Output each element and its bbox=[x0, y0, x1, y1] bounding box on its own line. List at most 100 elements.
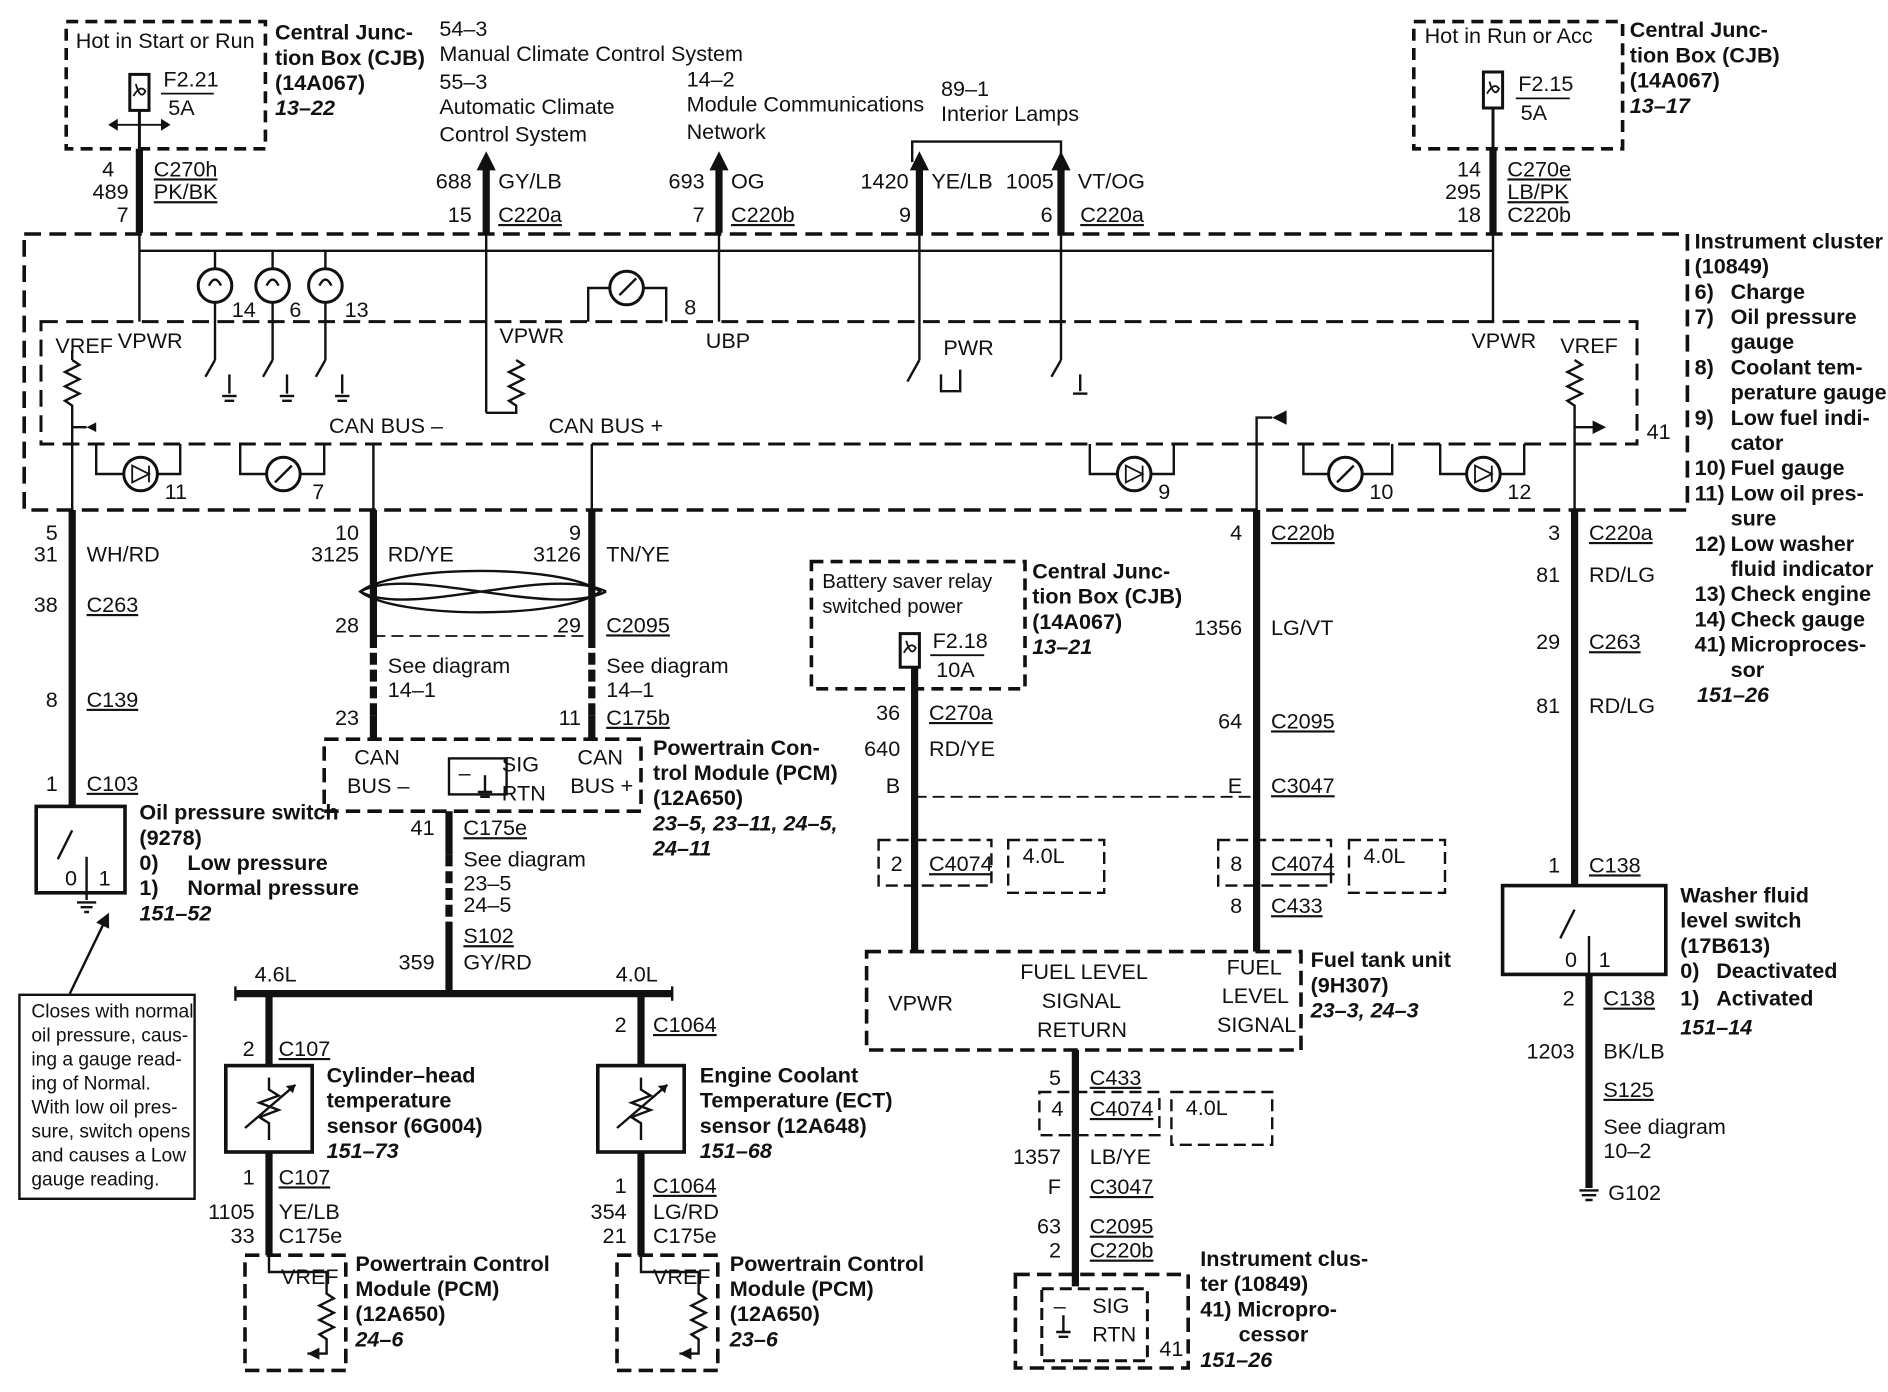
pin-label: 29 bbox=[557, 612, 581, 637]
top-wire-lamp1: 1420 YE/LB 9 bbox=[861, 151, 993, 233]
connector-label: C1064 bbox=[653, 1012, 717, 1037]
ground-icon bbox=[1579, 1189, 1599, 1202]
washer-title: (17B613) bbox=[1680, 933, 1770, 958]
pull-up-resistor-icon bbox=[267, 1255, 337, 1355]
connector-label: C175e bbox=[279, 1223, 343, 1248]
connector-label: C220b bbox=[1507, 202, 1571, 227]
legend-text: Coolant tem- bbox=[1731, 354, 1863, 379]
legend-text: Microproces- bbox=[1731, 632, 1867, 657]
lamp-number: 13 bbox=[345, 297, 369, 322]
pcm-ref: 23–5, 23–11, 24–5, bbox=[652, 810, 838, 835]
pin-label: 23 bbox=[335, 705, 359, 730]
cjb-right-fuse: F2.15 bbox=[1518, 71, 1573, 96]
connector-label: C270a bbox=[929, 700, 994, 725]
wire-color-label: YE/LB bbox=[931, 168, 992, 193]
fuel-unit-title: (9H307) bbox=[1311, 972, 1389, 997]
pin-label: 41 bbox=[411, 815, 435, 840]
washer-switch-box bbox=[1500, 883, 1668, 977]
pin-label: 4 bbox=[1230, 520, 1242, 545]
pcm-cht-box bbox=[243, 1253, 348, 1373]
connector-label: C220a bbox=[1589, 520, 1654, 545]
ref-text: Automatic Climate bbox=[439, 94, 614, 119]
pin-label: 10 bbox=[335, 520, 359, 545]
legend-text: Low oil pres- bbox=[1731, 480, 1864, 505]
pin-label: 1 bbox=[243, 1164, 255, 1189]
unit-pin-label: FUEL bbox=[1227, 954, 1282, 979]
microprocessor-box bbox=[39, 320, 1639, 446]
ref-text: Network bbox=[687, 119, 766, 144]
cjb-bs-header: Battery saver relay bbox=[822, 571, 993, 593]
cjb-right-amps: 5A bbox=[1521, 100, 1548, 125]
connector-label: C175e bbox=[653, 1223, 717, 1248]
circuit-label: 640 bbox=[864, 736, 900, 761]
legend-text: cator bbox=[1731, 430, 1784, 455]
pcm-pin-label: RTN bbox=[502, 780, 546, 805]
legend-text: Oil pressure bbox=[1731, 304, 1857, 329]
pin-label: 7 bbox=[693, 202, 705, 227]
ref-text: Interior Lamps bbox=[941, 101, 1079, 126]
pin-label: 38 bbox=[34, 592, 58, 617]
sig-rtn-branch: 41 C175e See diagram 23–5 24–5 S102 359 … bbox=[234, 811, 674, 1001]
washer-branch: 3 C220a 81 RD/LG 29 C263 81 RD/LG 1 C138… bbox=[1500, 427, 1837, 1205]
ubp-label: UBP bbox=[706, 328, 750, 353]
connector-label: C4074 bbox=[1090, 1096, 1154, 1121]
ground-icon bbox=[477, 790, 493, 798]
cluster-lower-indicators bbox=[94, 444, 1526, 476]
instrument-cluster-box bbox=[22, 232, 1690, 512]
circuit-label: 3126 bbox=[533, 542, 581, 567]
unit-pin-label: SIGNAL bbox=[1042, 988, 1121, 1013]
connector-label: C433 bbox=[1090, 1065, 1142, 1090]
legend-text: Charge bbox=[1731, 279, 1805, 304]
cjb-left-fuse: F2.21 bbox=[163, 66, 218, 91]
ect-title: Temperature (ECT) bbox=[700, 1088, 893, 1113]
oil-switch-ref: 151–52 bbox=[139, 900, 211, 925]
pin-label: 21 bbox=[603, 1223, 627, 1248]
connector-label: C3047 bbox=[1090, 1174, 1154, 1199]
legend-text: Low washer bbox=[1731, 531, 1855, 556]
oil-switch-title: (9278) bbox=[139, 825, 201, 850]
indicator-number: 10 bbox=[1369, 479, 1393, 504]
state-key: 0) bbox=[1680, 958, 1699, 983]
oil-pressure-branch: 5 31 WH/RD 38 C263 8 C139 1 C103 0 1 Oil… bbox=[18, 427, 359, 1200]
pin-label: 63 bbox=[1037, 1214, 1061, 1239]
pull-up-resistor-icon bbox=[639, 1255, 709, 1355]
connector-label: C270e bbox=[1507, 156, 1571, 181]
cjb-bs-fuse: F2.18 bbox=[933, 628, 988, 653]
connector-label: C220a bbox=[1080, 202, 1145, 227]
oil-pressure-note bbox=[18, 993, 196, 1200]
low-washer-fluid-lamp-icon bbox=[1465, 455, 1502, 493]
switch-state-label: 1 bbox=[1599, 947, 1611, 972]
state-text: Activated bbox=[1716, 986, 1813, 1011]
ref-text: Module Communications bbox=[687, 92, 925, 117]
ect-sensor-branch: 2 C1064 Engine Coolant Temperature (ECT)… bbox=[591, 993, 924, 1373]
connector-label: C3047 bbox=[1271, 773, 1335, 798]
pin-label: F bbox=[1048, 1174, 1061, 1199]
vref-label: VREF bbox=[281, 1264, 339, 1289]
unit-pin-label: VPWR bbox=[888, 990, 953, 1015]
cjb-left-box: Hot in Start or Run F2.21 5A Central Jun… bbox=[64, 20, 425, 151]
legend-key: 6) bbox=[1695, 279, 1714, 304]
check-engine-lamp-icon bbox=[307, 267, 344, 304]
unit-pin-label: FUEL LEVEL bbox=[1020, 959, 1148, 984]
pin-label: 2 bbox=[891, 851, 903, 876]
engine-label: 4.0L bbox=[1363, 843, 1405, 868]
can-bus-minus-label: CAN BUS – bbox=[329, 413, 443, 438]
cht-title: temperature bbox=[327, 1088, 452, 1113]
connector-label: C138 bbox=[1589, 852, 1641, 877]
connector-label: C2095 bbox=[1090, 1214, 1154, 1239]
pin-label: 15 bbox=[448, 202, 472, 227]
ref-text: 54–3 bbox=[439, 16, 487, 41]
wire-color-label: YE/LB bbox=[279, 1199, 340, 1224]
unit-pin-label: SIGNAL bbox=[1217, 1012, 1296, 1037]
legend-key: 11) bbox=[1695, 480, 1725, 505]
engine-variant-box bbox=[1347, 838, 1447, 894]
wire-color-label: WH/RD bbox=[87, 542, 160, 567]
pcm-pin-label: CAN bbox=[354, 744, 400, 769]
pcm-pin-label: BUS – bbox=[347, 773, 409, 798]
cjb-bs-ref: 13–21 bbox=[1032, 634, 1092, 659]
unit-pin-label: LEVEL bbox=[1222, 983, 1289, 1008]
pin-label: 2 bbox=[1049, 1238, 1061, 1263]
connector-label: C103 bbox=[87, 771, 139, 796]
note-line: With low oil pres- bbox=[31, 1098, 177, 1119]
connector-label: C220b bbox=[1271, 520, 1335, 545]
